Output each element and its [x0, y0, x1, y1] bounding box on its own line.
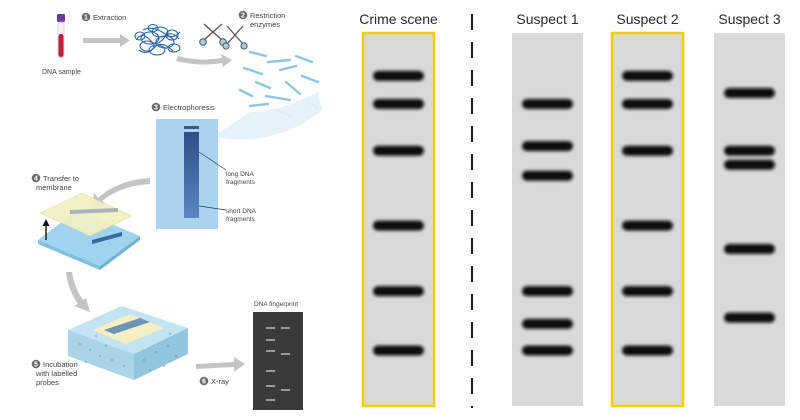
gel-comparison: Crime scene Suspect 1 Suspect 2 Suspect 3: [359, 11, 785, 408]
dna-band: [622, 220, 673, 231]
dna-tangle-icon: [134, 23, 181, 56]
lane-1: Crime scene: [359, 11, 438, 408]
fragment-stream: [214, 92, 322, 140]
step-5-label-line3: probes: [36, 378, 59, 387]
dna-band: [522, 345, 573, 356]
dna-band: [724, 88, 775, 99]
step-3-badge: 3: [151, 102, 161, 111]
step-5-badge: 5: [31, 359, 41, 368]
svg-text:2: 2: [241, 12, 245, 19]
arrow-1-icon: [83, 34, 130, 47]
process-diagram: DNA sample 1 Extraction: [31, 10, 322, 410]
svg-text:4: 4: [34, 175, 38, 182]
lane-background: [610, 31, 685, 408]
dna-fingerprint-label: DNA fingerprint: [254, 301, 298, 308]
step-6-badge: 6: [199, 376, 209, 385]
lane-label: Crime scene: [359, 11, 438, 27]
lane-label: Suspect 2: [616, 11, 678, 27]
dna-band: [622, 98, 673, 109]
scissors-icon: [222, 25, 248, 50]
step-2-label-line2: enzymes: [250, 20, 280, 29]
arrow-5-icon: [196, 357, 245, 372]
dna-band: [622, 286, 673, 297]
dna-band: [373, 145, 424, 156]
lane-4: Suspect 3: [714, 11, 785, 406]
step-4-label-line2: membrane: [36, 183, 72, 192]
scissors-icon: [199, 23, 227, 46]
dna-sample-tube: [57, 14, 65, 59]
dna-band: [373, 286, 424, 297]
step-1-badge: 1: [81, 12, 91, 21]
lane-2: Suspect 1: [512, 11, 583, 406]
dna-sample-label: DNA sample: [42, 69, 81, 76]
dna-band: [724, 244, 775, 255]
incubation-tray: [68, 306, 188, 380]
step-3-label: Electrophoresis: [163, 103, 215, 112]
svg-text:3: 3: [154, 104, 158, 111]
lane-label: Suspect 1: [516, 11, 578, 27]
svg-text:5: 5: [34, 361, 38, 368]
xray-film: [253, 312, 303, 410]
step-4-badge: 4: [31, 173, 41, 182]
arrow-2-icon: [176, 54, 232, 67]
svg-text:6: 6: [202, 378, 206, 385]
lane-background: [361, 31, 436, 408]
dna-band: [724, 159, 775, 170]
dna-band: [522, 170, 573, 181]
dna-band: [622, 70, 673, 81]
short-fragments-label: short DNA: [226, 208, 257, 215]
long-fragments-label: long DNA: [226, 171, 254, 178]
dna-band: [373, 70, 424, 81]
dna-band: [373, 220, 424, 231]
short-fragments-label-line2: fragments: [226, 216, 256, 223]
electrophoresis-gel: [156, 119, 227, 229]
long-fragments-label-line2: fragments: [226, 179, 256, 186]
dna-band: [522, 98, 573, 109]
step-4-label: Transfer to: [43, 174, 79, 183]
dna-band: [622, 345, 673, 356]
dna-band: [622, 145, 673, 156]
step-2-badge: 2: [238, 10, 248, 19]
step-2-label: Restriction: [250, 11, 285, 20]
step-6-label: X-ray: [211, 377, 229, 386]
step-5-label-line2: with labelled: [35, 369, 77, 378]
dna-band: [522, 286, 573, 297]
arrow-3-icon: [92, 178, 150, 209]
lane-3: Suspect 2: [610, 11, 685, 408]
dna-band: [724, 312, 775, 323]
dna-band: [724, 145, 775, 156]
dna-fragments: [238, 50, 320, 118]
lane-background: [512, 33, 583, 406]
dna-band: [373, 345, 424, 356]
dna-band: [373, 98, 424, 109]
arrow-4-icon: [66, 272, 90, 312]
lane-label: Suspect 3: [718, 11, 780, 27]
step-1-label: Extraction: [93, 13, 126, 22]
step-5-label: Incubation: [43, 360, 78, 369]
membrane-transfer: [38, 192, 140, 270]
svg-text:1: 1: [84, 14, 88, 21]
dna-band: [522, 141, 573, 152]
dna-band: [522, 318, 573, 329]
